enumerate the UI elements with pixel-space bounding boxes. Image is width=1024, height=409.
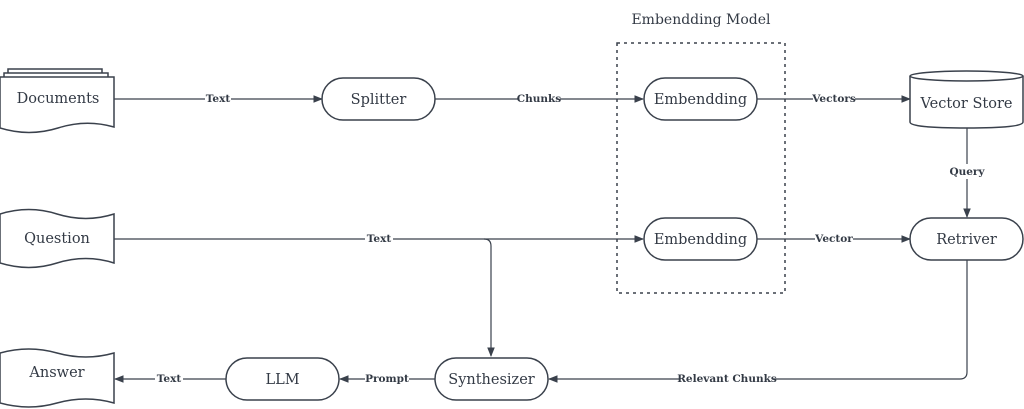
node-documents: Documents	[0, 68, 115, 134]
edge-llm-to-answer: Text	[114, 371, 226, 385]
node-embedding-bottom: Embendding	[643, 217, 758, 261]
edge-synthesizer-to-llm: Prompt	[339, 371, 435, 385]
edge-splitter-to-embedding: Chunks	[435, 91, 644, 105]
node-label: Embendding	[654, 232, 747, 248]
edge-label-vector: Vector	[814, 233, 853, 245]
edge-label-query: Query	[949, 166, 985, 178]
node-vector-store: Vector Store	[909, 70, 1024, 129]
node-question: Question	[0, 208, 115, 269]
edge-label-text: Text	[206, 93, 231, 105]
embedding-model-group: Embendding Model	[616, 12, 786, 294]
node-label: Splitter	[351, 92, 407, 108]
edge-question-to-synthesizer	[483, 238, 495, 357]
node-label: Answer	[28, 365, 84, 381]
node-label: Documents	[17, 91, 100, 107]
node-label: Synthesizer	[448, 372, 535, 388]
node-splitter: Splitter	[321, 77, 436, 121]
edge-store-to-retriver: Query	[947, 127, 987, 218]
edge-label-prompt: Prompt	[365, 373, 409, 385]
node-retriver: Retriver	[909, 217, 1024, 261]
edge-embedding-to-store: Vectors	[757, 91, 911, 105]
node-synthesizer: Synthesizer	[434, 357, 549, 401]
node-label: Embendding	[654, 92, 747, 108]
node-llm: LLM	[225, 357, 340, 401]
edge-label-text: Text	[367, 233, 392, 245]
node-label: LLM	[265, 372, 299, 388]
node-answer: Answer	[0, 348, 115, 408]
edge-label-vectors: Vectors	[811, 93, 856, 105]
node-label: Question	[24, 231, 90, 247]
edge-label-relevant-chunks: Relevant Chunks	[677, 373, 777, 385]
edge-label-text: Text	[157, 373, 182, 385]
node-embedding-top: Embendding	[643, 77, 758, 121]
node-label: Vector Store	[920, 96, 1013, 112]
edge-embedding-to-retriver: Vector	[757, 231, 911, 245]
edge-question-to-embedding: Text	[114, 231, 644, 245]
node-label: Retriver	[936, 232, 997, 248]
edge-retriver-to-synthesizer: Relevant Chunks	[548, 260, 968, 385]
edge-label-chunks: Chunks	[517, 93, 562, 105]
edge-docs-to-splitter: Text	[114, 91, 323, 105]
group-title: Embendding Model	[631, 12, 771, 28]
